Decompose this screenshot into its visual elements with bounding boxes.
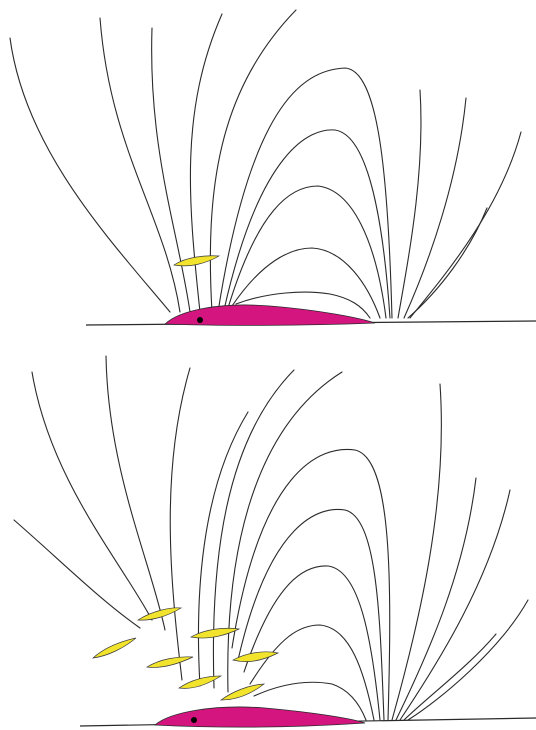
field-line <box>403 633 497 721</box>
field-line <box>231 448 391 721</box>
field-line <box>227 185 387 319</box>
bottom-plasmoid <box>219 683 266 701</box>
field-line <box>403 97 467 319</box>
field-line <box>243 565 381 721</box>
bottom-plasmoid <box>178 675 223 689</box>
field-line <box>253 681 367 721</box>
field-line <box>105 355 166 631</box>
bottom-plasmoid <box>232 651 280 662</box>
bottom-plasmoid <box>136 607 183 621</box>
bottom-panel <box>13 355 536 728</box>
field-line <box>9 37 171 313</box>
bottom-plasmoid <box>189 627 241 639</box>
bottom-field-lines <box>13 355 529 721</box>
field-line <box>407 599 529 721</box>
top-panel <box>9 9 536 326</box>
field-line <box>189 13 223 313</box>
field-line <box>151 27 191 313</box>
field-line <box>227 371 343 693</box>
field-line <box>99 17 181 313</box>
top-marker-dot <box>197 317 203 323</box>
field-line <box>169 367 191 681</box>
field-line <box>197 411 249 687</box>
field-line <box>407 207 488 319</box>
field-line <box>391 383 442 721</box>
field-line <box>235 291 371 319</box>
field-line <box>217 67 393 319</box>
field-line <box>231 247 381 319</box>
field-line <box>397 89 422 319</box>
top-magenta-spot <box>164 304 376 326</box>
bottom-marker-dot <box>191 717 197 723</box>
field-line <box>395 477 477 721</box>
field-line <box>212 369 295 689</box>
field-line <box>409 131 522 319</box>
bottom-plasmoid <box>145 656 194 668</box>
field-line <box>237 508 385 721</box>
top-plasmoid <box>173 255 221 267</box>
bottom-plasmoid <box>91 637 137 659</box>
field-line <box>209 9 297 313</box>
field-line <box>223 129 391 319</box>
top-field-lines <box>9 9 522 319</box>
field-line <box>13 519 141 629</box>
field-line <box>249 624 375 721</box>
field-line <box>31 371 153 621</box>
bottom-magenta-spot <box>153 706 366 728</box>
field-line <box>399 489 511 721</box>
